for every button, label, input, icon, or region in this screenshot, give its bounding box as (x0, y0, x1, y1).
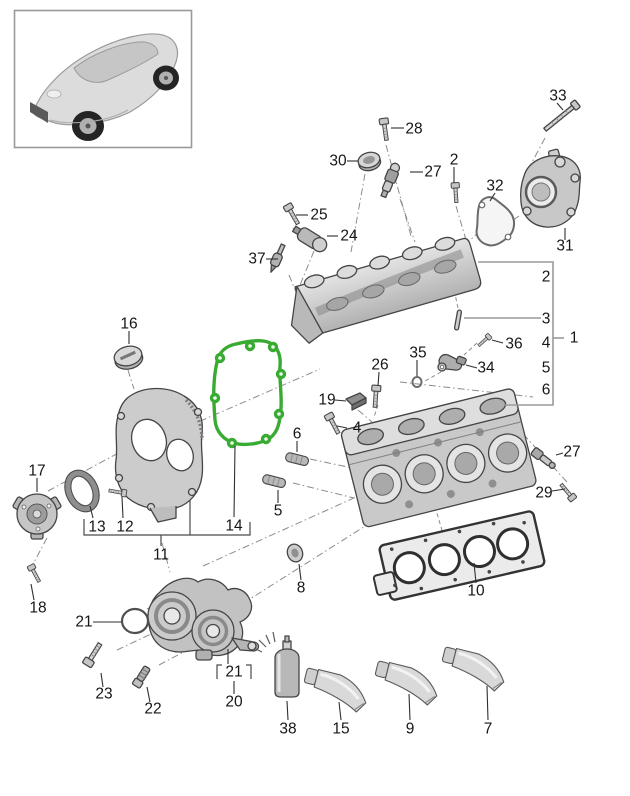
callout-32[interactable]: 32 (486, 178, 503, 195)
shaft-seal-13 (64, 469, 100, 513)
chain-tensioner-24 (291, 225, 328, 253)
callout-33[interactable]: 33 (549, 88, 566, 105)
vehicle-inset (13, 9, 193, 149)
callout-20[interactable]: 20 (225, 694, 243, 711)
callout-24[interactable]: 24 (340, 228, 358, 245)
cylinder-head-gasket (372, 510, 546, 601)
timing-cover-gasket-highlighted (209, 339, 287, 449)
oil-filler-cap-30 (357, 151, 382, 172)
stud-3 (453, 309, 463, 331)
bolt-29 (557, 481, 578, 503)
callout-26[interactable]: 26 (371, 357, 388, 374)
callout-21[interactable]: 21 (75, 614, 92, 631)
callout-13[interactable]: 13 (88, 519, 105, 536)
sealant-tube-15 (298, 665, 373, 716)
callout-9[interactable]: 9 (406, 721, 415, 738)
bolt-25 (282, 201, 303, 227)
camshaft-housing-cover (290, 236, 482, 344)
o-ring-35 (411, 376, 423, 388)
bolt-18 (26, 562, 44, 584)
timing-chain-cover (114, 387, 204, 523)
callout-2-top[interactable]: 2 (450, 152, 459, 169)
group-bracket-21 (216, 664, 252, 679)
callout-4-bracket[interactable]: 4 (542, 335, 551, 352)
valve-pin-37 (269, 243, 286, 273)
callout-18[interactable]: 18 (29, 600, 46, 617)
thermostat-gasket (475, 196, 516, 247)
callout-27-right[interactable]: 27 (563, 444, 580, 461)
callout-7[interactable]: 7 (484, 721, 493, 738)
callout-37[interactable]: 37 (248, 251, 265, 268)
bleeder-valve-27-top (380, 162, 401, 199)
callout-leader-lines (30, 102, 566, 721)
callout-25[interactable]: 25 (310, 207, 327, 224)
callout-34[interactable]: 34 (477, 360, 495, 377)
group-bracket-1 (464, 261, 564, 406)
callout-21-lower[interactable]: 21 (225, 664, 242, 681)
callout-36[interactable]: 36 (505, 336, 522, 353)
callout-38[interactable]: 38 (279, 721, 296, 738)
callout-27-top[interactable]: 27 (424, 164, 441, 181)
bolt-28 (378, 117, 392, 142)
callout-35[interactable]: 35 (409, 345, 426, 362)
callout-30[interactable]: 30 (329, 153, 347, 170)
callout-8[interactable]: 8 (297, 580, 306, 597)
bolt-36 (476, 332, 493, 349)
callout-23[interactable]: 23 (95, 686, 112, 703)
vehicle-thumbnail (30, 33, 179, 141)
callout-6[interactable]: 6 (293, 426, 302, 443)
bolt-23-long (81, 640, 106, 669)
oil-cap-16 (113, 345, 144, 370)
callout-22[interactable]: 22 (144, 701, 161, 718)
sealant-bottle (253, 631, 300, 698)
callout-28[interactable]: 28 (405, 121, 422, 138)
callout-29[interactable]: 29 (535, 485, 552, 502)
callout-3[interactable]: 3 (542, 311, 551, 328)
callout-31[interactable]: 31 (556, 238, 573, 255)
callout-15[interactable]: 15 (332, 721, 349, 738)
sensor-flange-17 (12, 493, 62, 540)
callout-4[interactable]: 4 (353, 420, 362, 437)
callout-6-bracket[interactable]: 6 (542, 382, 551, 399)
callout-14[interactable]: 14 (225, 518, 243, 535)
callout-17[interactable]: 17 (28, 463, 45, 480)
bolt-22-short (131, 665, 151, 689)
group-bracket-11 (83, 500, 251, 546)
callout-5-bracket[interactable]: 5 (542, 360, 551, 377)
thermostat-housing (519, 148, 581, 228)
plug-27-right (530, 447, 556, 469)
callout-16[interactable]: 16 (120, 316, 137, 333)
dowel-sleeve-6 (284, 451, 310, 467)
o-ring-21 (120, 607, 150, 635)
mount-block-19 (345, 392, 367, 411)
bolt-33-long (543, 99, 581, 132)
callout-12[interactable]: 12 (116, 519, 133, 536)
callout-19[interactable]: 19 (318, 392, 335, 409)
cylinder-head (340, 388, 537, 528)
callout-2-bracket[interactable]: 2 (542, 269, 551, 286)
dowel-sleeve-5 (261, 473, 287, 489)
callout-11[interactable]: 11 (153, 547, 169, 564)
sealant-tube-7 (436, 644, 511, 695)
callout-10[interactable]: 10 (467, 583, 485, 600)
vacuum-pump (147, 577, 260, 661)
callout-1[interactable]: 1 (570, 330, 579, 347)
callout-5[interactable]: 5 (274, 503, 283, 520)
camshaft-sensor-34 (437, 353, 467, 372)
sealant-tube-9 (369, 658, 444, 709)
bolt-26 (369, 384, 382, 409)
sealing-plug-8 (286, 543, 304, 563)
bolt-4 (323, 411, 343, 436)
bolt-2 (450, 181, 461, 204)
